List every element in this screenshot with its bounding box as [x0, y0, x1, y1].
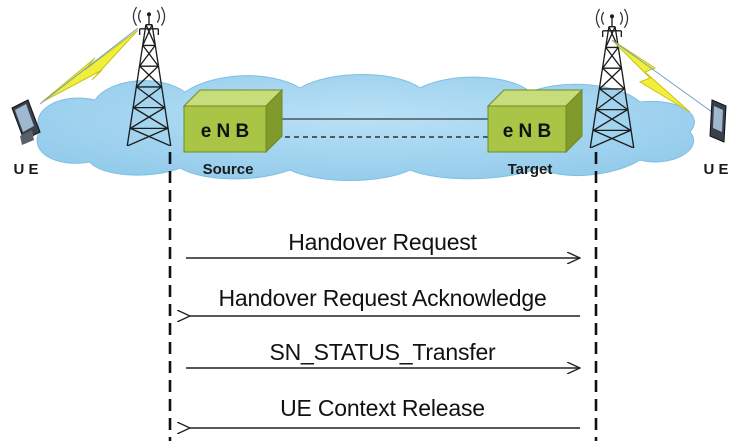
- enb-source-label: e N B: [201, 121, 250, 142]
- enb-target-box: e N B: [486, 88, 584, 154]
- lightning-bolt-icon: [611, 39, 713, 113]
- source-label: Source: [203, 161, 254, 178]
- message-handover-request: Handover Request: [288, 229, 477, 255]
- enb-source-box: e N B: [182, 88, 284, 154]
- message-ue-context-release: UE Context Release: [280, 395, 485, 421]
- message-handover-request-ack: Handover Request Acknowledge: [218, 285, 547, 311]
- enb-target-label: e N B: [503, 121, 552, 142]
- lightning-bolt-icon: [39, 27, 139, 105]
- target-label: Target: [508, 161, 553, 178]
- ue-left-label: U E: [13, 161, 38, 178]
- message-sn-status-transfer: SN_STATUS_Transfer: [269, 339, 496, 365]
- mobile-phone-icon: [709, 99, 727, 143]
- mobile-phone-icon: [11, 99, 41, 145]
- ue-right-label: U E: [703, 161, 728, 178]
